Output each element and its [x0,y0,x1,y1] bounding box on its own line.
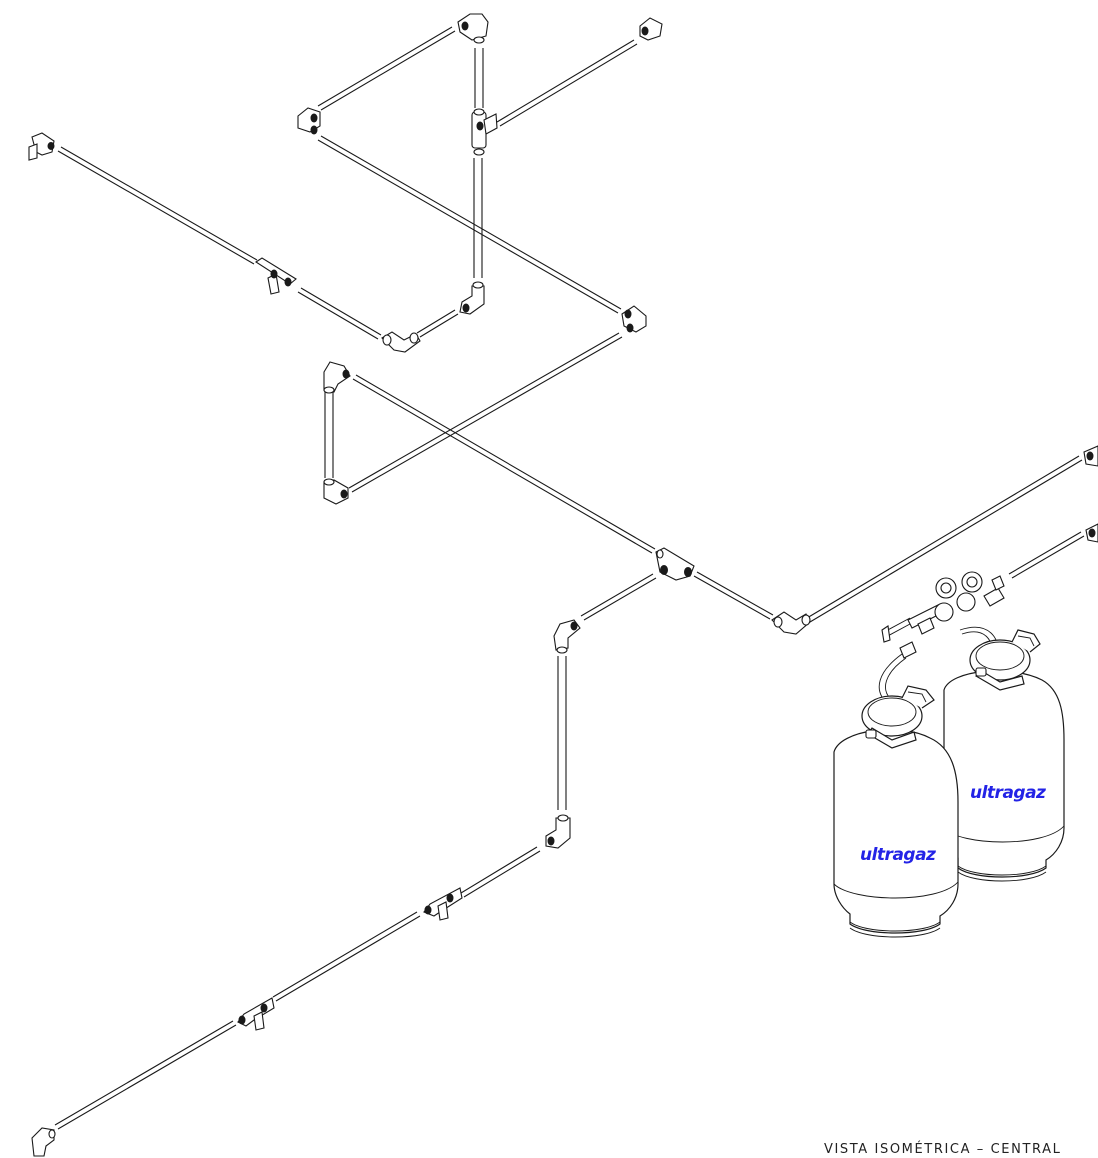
pipe-segment [317,26,638,127]
elbow-fitting [639,17,663,41]
elbow-fitting [381,331,421,353]
tee-fitting [423,887,463,921]
elbow-fitting [323,478,349,505]
gas-cylinder-back: ultragaz [943,629,1065,882]
elbow-fitting [621,305,647,333]
fittings [28,13,1098,1157]
pipe-segment [57,146,459,340]
pipe-segment [473,48,484,278]
elbow-fitting [459,281,485,315]
elbow-fitting [31,1127,56,1157]
cylinder-brand-label: ultragaz [970,783,1046,803]
pipe-network [54,26,1085,1130]
pipe-segment [54,846,541,1130]
elbow-fitting [553,619,581,654]
gas-cylinder-front: ultragaz [833,685,959,938]
elbow-fitting [28,132,55,161]
tee-fitting [655,547,695,581]
tee-fitting [471,108,498,156]
elbow-fitting [1083,445,1098,543]
pipe-segment [348,332,623,493]
pipe-segment [352,374,774,620]
elbow-fitting [457,13,489,44]
pipe-segment [580,573,657,621]
elbow-fitting [323,361,351,394]
elbow-fitting [545,814,571,849]
drawing-caption: VISTA ISOMÉTRICA – CENTRAL [824,1142,1062,1157]
elbow-fitting [297,107,321,135]
cylinder-brand-label: ultragaz [860,845,936,865]
pipe-segment [557,656,567,810]
tee-fitting [237,997,275,1031]
pipe-segment [324,392,334,478]
pipe-segment [317,135,622,314]
elbow-fitting [771,611,811,635]
pipe-segment [806,455,1085,623]
tee-fitting [254,257,297,295]
